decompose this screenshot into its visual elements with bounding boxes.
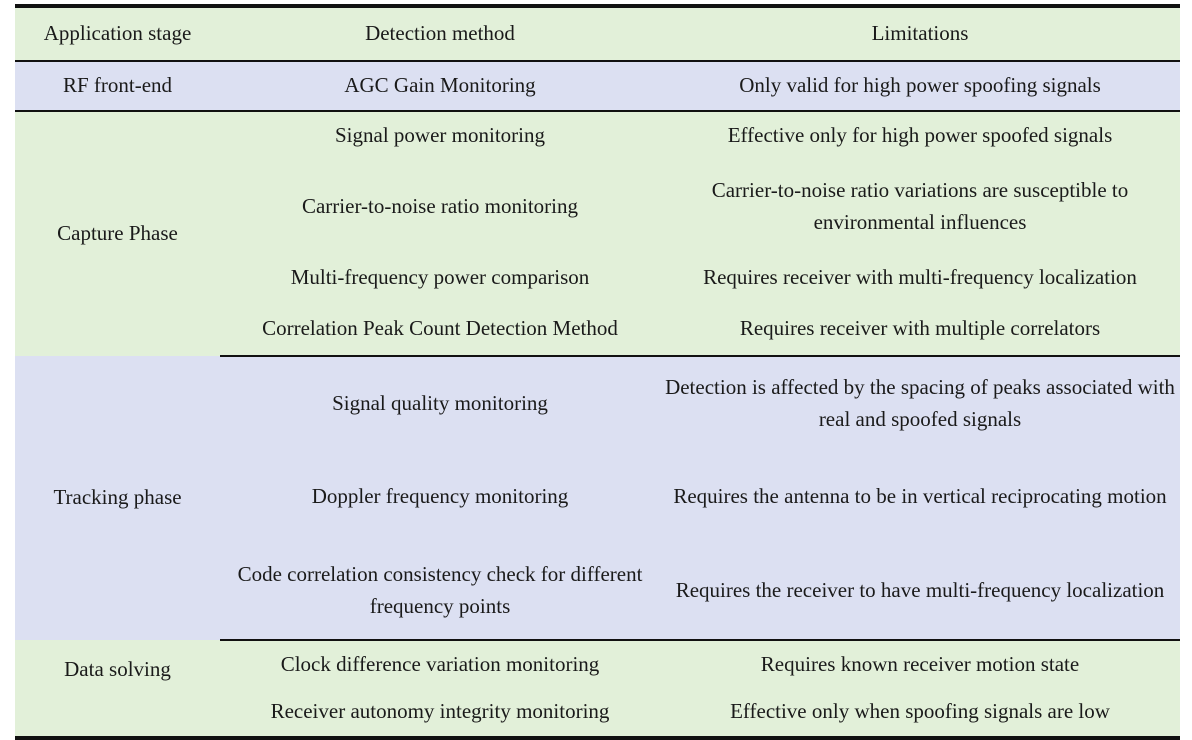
method-cell: Signal power monitoring — [335, 123, 545, 148]
method-cell: Doppler frequency monitoring — [311, 483, 569, 508]
method-cell: Correlation Peak Count Detection Method — [220, 302, 660, 357]
method-cell: Clock difference variation monitoring — [280, 651, 600, 676]
method-cell: AGC Gain Monitoring — [220, 61, 660, 112]
method-cell: Multi-frequency power comparison — [290, 265, 590, 290]
limitation-cell: Requires receiver with multi-frequency l… — [703, 265, 1137, 290]
method-cell: Receiver autonomy integrity monitoring — [270, 699, 610, 724]
spoofing-detection-table: Application stage Detection method Limit… — [15, 8, 1180, 736]
spoofing-detection-table-container: Application stage Detection method Limit… — [15, 4, 1180, 740]
table-row: Data solving Clock difference variation … — [15, 640, 1180, 688]
limitation-cell: Only valid for high power spoofing signa… — [660, 61, 1180, 112]
limitation-cell: Requires the antenna to be in vertical r… — [673, 483, 1167, 508]
stage-label-tracking-phase: Tracking phase — [53, 485, 182, 510]
table-row: Capture Phase Signal power monitoring Ef… — [15, 111, 1180, 245]
column-header-detection-method: Detection method — [220, 8, 660, 62]
table-row: Tracking phase Signal quality monitoring… — [15, 356, 1180, 509]
limitation-cell: Requires receiver with multiple correlat… — [660, 302, 1180, 357]
column-header-limitations: Limitations — [660, 8, 1180, 62]
stage-label-capture-phase: Capture Phase — [57, 221, 178, 246]
method-cell: Carrier-to-noise ratio monitoring — [301, 194, 578, 219]
table-row: RF front-end AGC Gain Monitoring Only va… — [15, 61, 1180, 112]
table-body: RF front-end AGC Gain Monitoring Only va… — [15, 61, 1180, 736]
limitation-cell: Carrier-to-noise ratio variations are su… — [711, 178, 1129, 234]
method-cell: Code correlation consistency check for d… — [220, 543, 660, 641]
table-header: Application stage Detection method Limit… — [15, 8, 1180, 62]
limitation-cell: Effective only for high power spoofed si… — [727, 123, 1113, 148]
stage-label-data-solving: Data solving — [64, 657, 171, 681]
limitation-cell: Requires the receiver to have multi-freq… — [660, 543, 1180, 641]
method-cell: Signal quality monitoring — [332, 390, 548, 415]
limitation-cell: Requires known receiver motion state — [760, 651, 1080, 676]
column-header-application-stage: Application stage — [15, 8, 220, 62]
limitation-cell: Detection is affected by the spacing of … — [665, 374, 1175, 431]
limitation-cell: Effective only when spoofing signals are… — [730, 699, 1110, 724]
table-header-row: Application stage Detection method Limit… — [15, 8, 1180, 62]
stage-label-rf-front-end: RF front-end — [15, 61, 220, 112]
